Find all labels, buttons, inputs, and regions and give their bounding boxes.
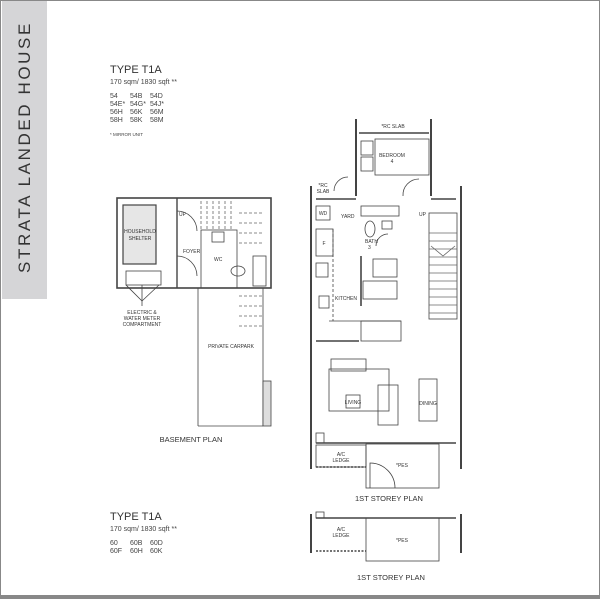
unit: 54G* <box>130 101 146 108</box>
room-label: 3 <box>368 245 371 251</box>
room-label: BATH <box>365 239 378 245</box>
room-label: SHELTER <box>129 236 152 242</box>
room-label: YARD <box>341 214 355 220</box>
room-label: LEDGE <box>333 458 351 464</box>
room-label: WD <box>319 211 328 217</box>
room-label: FOYER <box>183 249 201 255</box>
type-area: 170 sqm/ 1830 sqft ** <box>110 526 177 533</box>
unit: 60 <box>110 540 118 547</box>
unit: 60K <box>150 548 163 555</box>
unit: 54 <box>110 93 118 100</box>
side-band: STRATA LANDED HOUSE <box>2 1 47 299</box>
room-label: 4 <box>391 159 394 165</box>
unit: 58H <box>110 117 123 124</box>
unit: 60F <box>110 548 123 555</box>
room-label: WATER METER <box>124 316 161 322</box>
room-label: UP <box>419 212 427 218</box>
unit: 60D <box>150 540 163 547</box>
room-label: F <box>322 241 325 247</box>
room-label: LIVING <box>345 400 362 406</box>
plan-caption: 1ST STOREY PLAN <box>357 573 425 582</box>
unit: 56H <box>110 109 123 116</box>
unit: 54E* <box>110 101 126 108</box>
room-label: LEDGE <box>333 533 351 539</box>
room-label: *RC SLAB <box>381 124 405 130</box>
unit: 54D <box>150 93 163 100</box>
unit: 54B <box>130 93 143 100</box>
unit-list: 60 60B 60D 60F 60H 60K <box>110 540 177 556</box>
unit: 60H <box>130 548 143 555</box>
unit: 58K <box>130 117 143 124</box>
unit: 54J* <box>150 101 165 108</box>
type-info-block-2: TYPE T1A 170 sqm/ 1830 sqft ** 60 60B 60… <box>110 511 177 556</box>
first-storey-plan: *RC SLAB BEDROOM 4 *RC SLAB WD YARD F BA… <box>310 119 462 503</box>
room-label: A/C <box>337 452 346 458</box>
room-label: *PES <box>396 538 409 544</box>
room-label: UP <box>179 212 187 218</box>
room-label: DINING <box>419 401 437 407</box>
room-label: A/C <box>337 527 346 533</box>
type-title: TYPE T1A <box>110 64 162 76</box>
room-label: *RC <box>318 183 328 189</box>
room-label: WC <box>214 257 223 263</box>
unit: 56K <box>130 109 143 116</box>
unit: 60B <box>130 540 143 547</box>
room-label: BEDROOM <box>379 153 405 159</box>
plan-caption: BASEMENT PLAN <box>160 435 223 444</box>
room-label: ELECTRIC & <box>127 310 157 316</box>
first-storey-plan-variant: A/C LEDGE *PES 1ST STOREY PLAN <box>310 511 462 582</box>
type-title: TYPE T1A <box>110 511 162 523</box>
bottom-border <box>1 595 599 598</box>
unit: 58M <box>150 117 164 124</box>
basement-plan: HOUSEHOLD SHELTER FOYER WC UP ELECTRIC &… <box>116 197 272 444</box>
unit: 56M <box>150 109 164 116</box>
room-label: COMPARTMENT <box>123 322 162 328</box>
room-label: SLAB <box>317 189 330 195</box>
type-area: 170 sqm/ 1830 sqft ** <box>110 79 177 86</box>
plan-caption: 1ST STOREY PLAN <box>355 494 423 503</box>
type-info-block-1: TYPE T1A 170 sqm/ 1830 sqft ** 54 54B 54… <box>110 64 177 139</box>
room-label: KITCHEN <box>335 296 357 302</box>
room-label: PRIVATE CARPARK <box>208 344 255 350</box>
room-label: HOUSEHOLD <box>124 229 156 235</box>
unit-list: 54 54B 54D 54E* 54G* 54J* 56H 56K 56M 58… <box>110 93 177 125</box>
mirror-note: * MIRROR UNIT <box>110 132 143 137</box>
room-label: *PES <box>396 463 409 469</box>
